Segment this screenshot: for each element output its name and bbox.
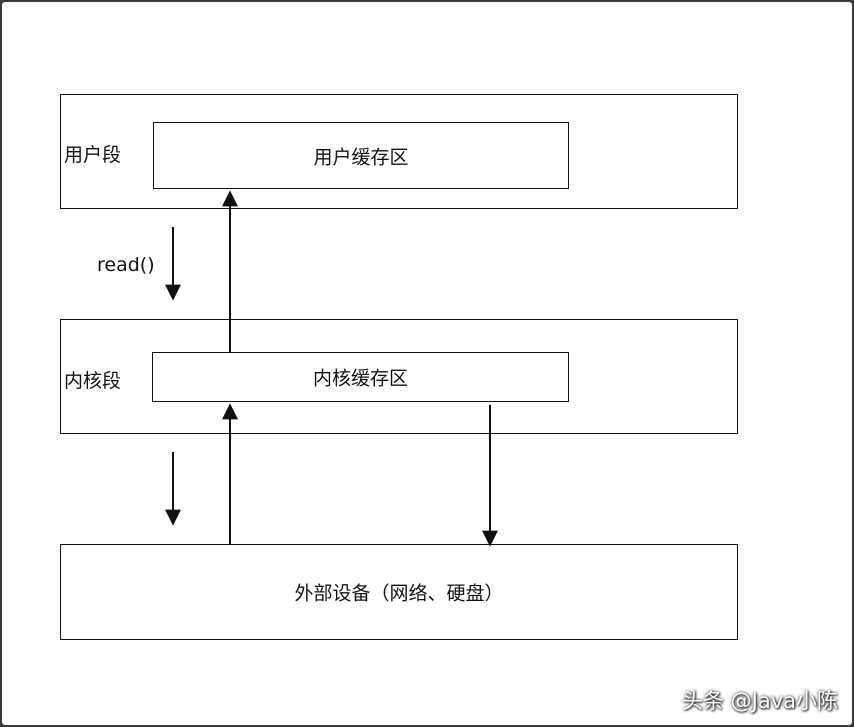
kernel-buffer-box: 内核缓存区: [152, 352, 569, 402]
user-segment-label: 用户段: [64, 144, 122, 166]
watermark-text: 头条 @Java小陈: [681, 689, 838, 713]
user-buffer-label: 用户缓存区: [313, 146, 409, 168]
user-buffer-box: 用户缓存区: [153, 122, 569, 189]
kernel-buffer-label: 内核缓存区: [312, 367, 408, 390]
external-device-label: 外部设备（网络、硬盘）: [294, 582, 504, 605]
kernel-segment-label: 内核段: [64, 370, 122, 392]
external-device-box: 外部设备（网络、硬盘）: [60, 544, 738, 640]
read-call-label: read(): [97, 254, 155, 276]
